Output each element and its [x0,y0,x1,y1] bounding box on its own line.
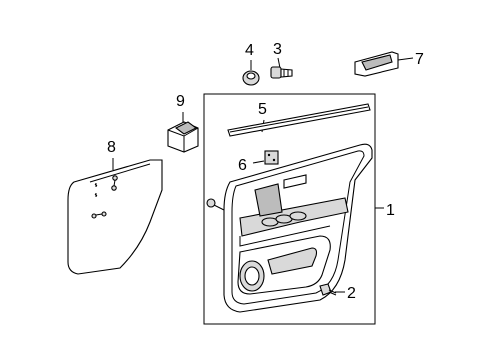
door-trim-panel [223,143,373,313]
clip-part [264,150,279,165]
screw-part [270,66,293,79]
bolt-part [319,283,337,296]
callout-8: 8 [107,139,116,156]
service-hole-cover [67,159,163,275]
callout-6: 6 [238,157,247,174]
callout-7: 7 [415,51,424,68]
cover-part [354,51,399,77]
callout-2: 2 [347,285,356,302]
callout-3: 3 [273,41,282,58]
assembly-frame [203,93,376,325]
switch-part [167,121,199,153]
leader-3 [277,57,281,69]
nut-part [242,70,260,86]
callout-1: 1 [386,202,395,219]
weatherstrip [227,103,371,137]
leader-6 [252,160,265,164]
callout-4: 4 [245,42,254,59]
callout-5: 5 [258,101,267,118]
callout-9: 9 [176,93,185,110]
panel-screw [206,198,225,211]
leader-7 [397,57,414,61]
